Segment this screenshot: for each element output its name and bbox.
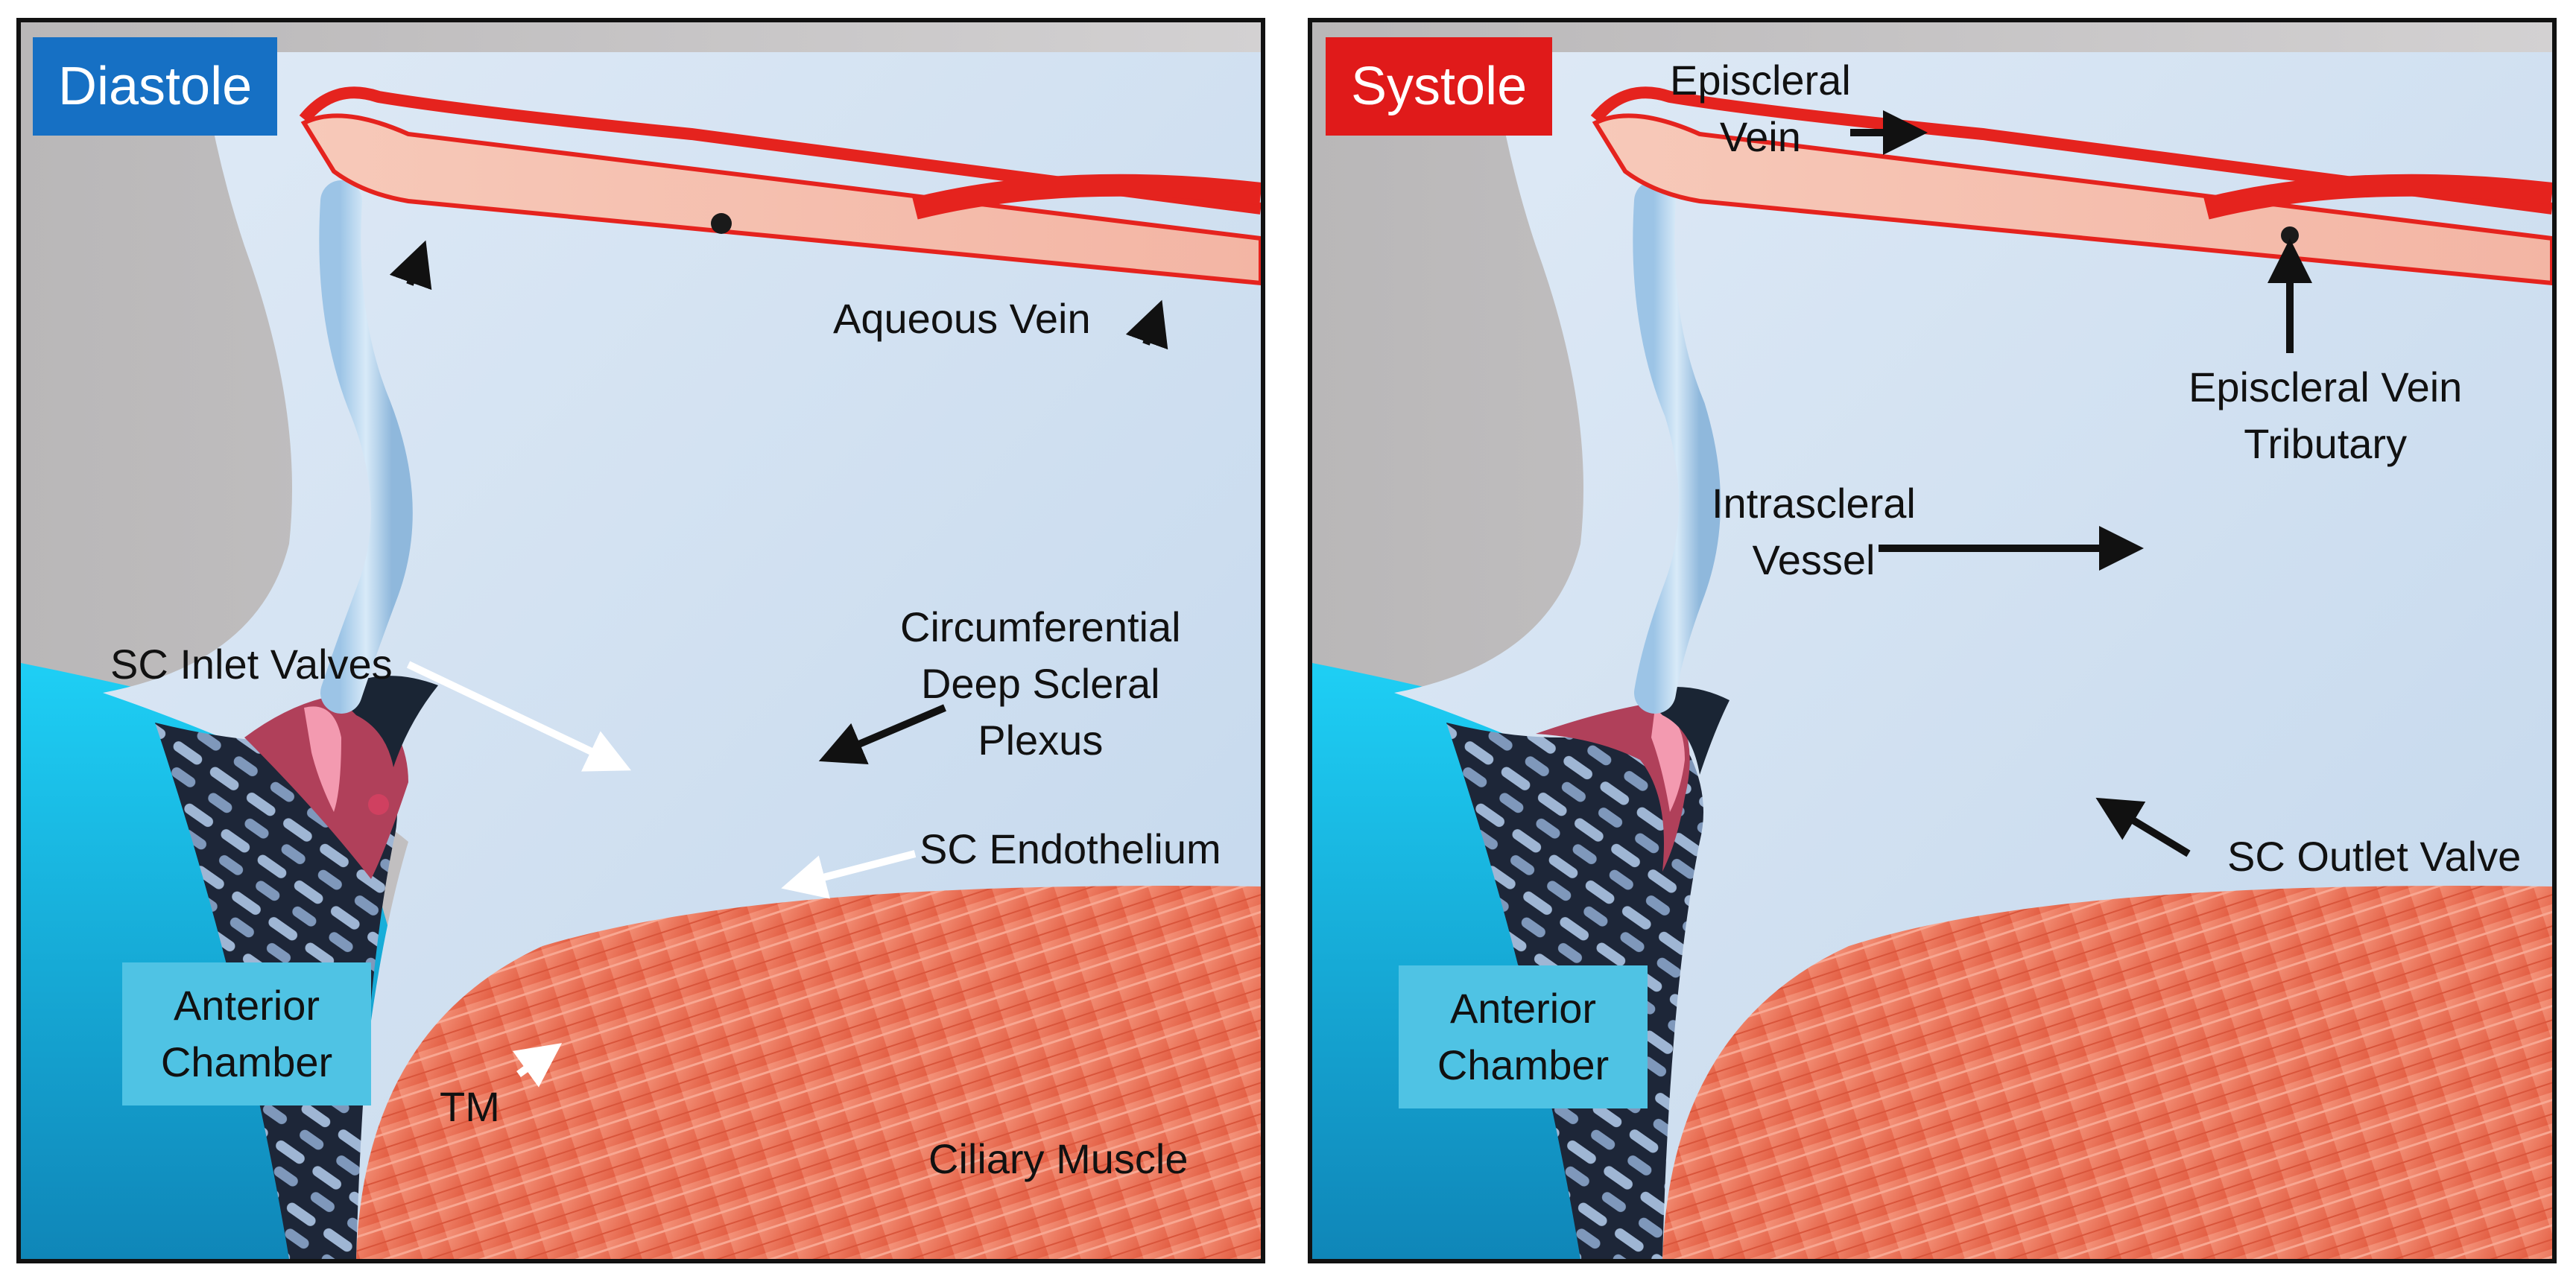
- collector-opening: [368, 794, 389, 815]
- endothelium-arrow: [781, 850, 917, 899]
- tributary-opening: [711, 213, 732, 234]
- deep-plexus-line-2: Deep Scleral: [920, 660, 1160, 707]
- systole-illustration: [1312, 22, 2552, 1259]
- sc-outlet-valve: [1651, 708, 1685, 812]
- diastole-panel: Diastole Aqueous Vein SC Inlet Valves Ci…: [16, 18, 1265, 1263]
- plexus-arrow: [818, 704, 946, 765]
- anterior-chamber-label: Anterior Chamber: [1399, 965, 1648, 1108]
- episcleral-branch: [2203, 174, 2552, 220]
- tm-label: TM: [440, 1083, 500, 1130]
- episcleral-tributary-label: Episcleral Vein Tributary: [2189, 359, 2462, 472]
- sc-inlet-valves-label: SC Inlet Valves: [110, 641, 393, 688]
- aqueous-vein-arrow-1: [389, 240, 432, 291]
- anterior-chamber-line-1: Anterior: [1449, 985, 1597, 1032]
- intrascleral-vessel-line-2: Vessel: [1752, 536, 1876, 583]
- episcleral-vein-line-1: Episcleral: [1670, 57, 1851, 104]
- intrascleral-vessel-line-1: Intrascleral: [1712, 480, 1916, 527]
- aqueous-vein: [300, 113, 1261, 286]
- diastole-badge: Diastole: [33, 37, 278, 136]
- inlet-valves-arrow: [406, 661, 632, 772]
- intrascleral-vessel: [1633, 180, 1721, 714]
- deep-plexus-line-1: Circumferential: [900, 603, 1181, 650]
- outlet-valve-arrow: [2095, 797, 2191, 857]
- sc-endothelium-label: SC Endothelium: [920, 825, 1221, 872]
- tributary-opening: [2281, 226, 2299, 244]
- anterior-chamber-label: Anterior Chamber: [122, 962, 371, 1105]
- intrascleral-vessel: [319, 180, 413, 714]
- anterior-chamber-line-2: Chamber: [1437, 1041, 1610, 1088]
- anterior-chamber-line-2: Chamber: [160, 1038, 333, 1085]
- tm-arrow: [512, 1043, 563, 1088]
- deep-plexus-label: Circumferential Deep Scleral Plexus: [900, 599, 1181, 769]
- ciliary-muscle: [1662, 886, 2552, 1259]
- aqueous-vein-label: Aqueous Vein: [833, 295, 1091, 342]
- episcleral-tributary-line-1: Episcleral Vein: [2189, 364, 2463, 410]
- ciliary-muscle-label: Ciliary Muscle: [928, 1135, 1189, 1182]
- episcleral-vein-line-2: Vein: [1719, 113, 1801, 160]
- systole-panel: Systole Episcleral Vein Episcleral Vein …: [1308, 18, 2557, 1263]
- episcleral-vein: [1592, 113, 2552, 286]
- aqueous-vein-arrow-2: [1125, 299, 1168, 350]
- deep-plexus-line-3: Plexus: [978, 717, 1104, 764]
- intrascleral-vessel-label: Intrascleral Vessel: [1712, 475, 1916, 589]
- sc-outlet-valve-label: SC Outlet Valve: [2227, 833, 2522, 880]
- episcleral-tributary-line-2: Tributary: [2244, 420, 2408, 467]
- episcleral-branch: [912, 174, 1261, 220]
- systole-badge: Systole: [1326, 37, 1553, 136]
- label-arrows: [1850, 110, 2312, 857]
- ciliary-muscle: [356, 886, 1261, 1259]
- schlemm-canal-collapsed: [1536, 700, 1690, 872]
- label-arrows: [389, 240, 1168, 1088]
- anterior-chamber-line-1: Anterior: [173, 982, 320, 1029]
- sc-inlet-valve: [304, 706, 341, 812]
- episcleral-vein-label: Episcleral Vein: [1670, 52, 1851, 165]
